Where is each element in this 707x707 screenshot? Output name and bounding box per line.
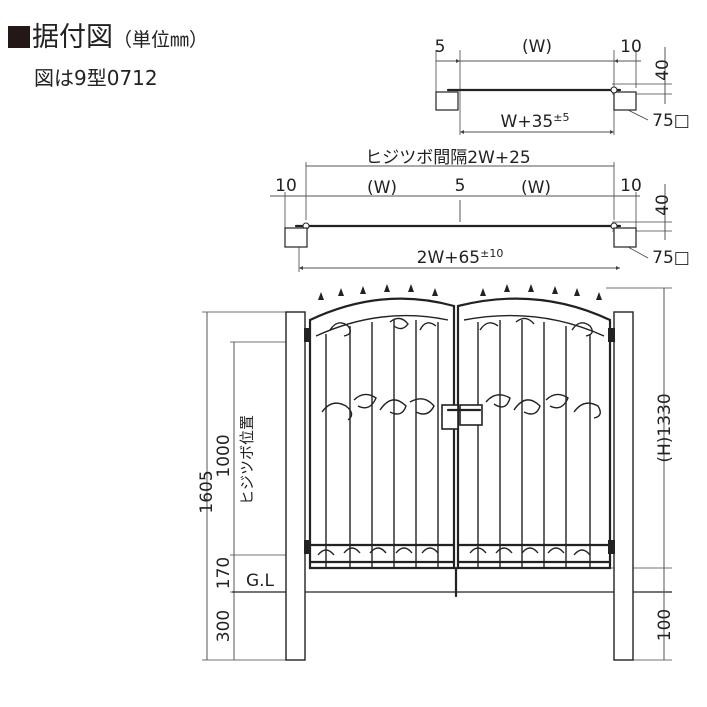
double-left-gap: 10 xyxy=(275,176,297,196)
double-right-width: (W) xyxy=(521,178,551,198)
page-title: 据付図（単位㎜） xyxy=(8,24,208,51)
single-right-post xyxy=(613,91,637,111)
elev-gl-label: G.L xyxy=(246,571,275,591)
elev-hinge-label: ヒジツボ位置 xyxy=(238,415,256,505)
single-plan-view: 5 (W) 10 40 W+35±5 75□ xyxy=(435,37,690,135)
elev-hinge-height: 1000 xyxy=(214,434,234,477)
left-gate-leaf xyxy=(304,284,456,570)
page-subtitle: 図は9型0712 xyxy=(34,66,158,90)
double-right-gap: 10 xyxy=(620,176,642,196)
double-center-gap: 5 xyxy=(455,176,466,196)
double-right-post xyxy=(613,227,637,248)
single-left-post xyxy=(435,91,459,111)
single-right-gap: 10 xyxy=(620,37,642,57)
elevation-view: 1605 1000 ヒジツボ位置 170 G.L 300 (H)1330 100 xyxy=(197,284,675,661)
single-width: (W) xyxy=(522,37,552,57)
single-left-gap: 5 xyxy=(435,37,446,57)
right-post xyxy=(613,311,634,661)
double-total: 2W+65±10 xyxy=(417,247,504,268)
title-square-mark xyxy=(8,26,30,48)
left-post xyxy=(285,311,306,661)
single-post-size: 75□ xyxy=(652,111,690,131)
single-depth: 40 xyxy=(653,59,673,81)
double-depth: 40 xyxy=(653,194,673,216)
single-total: W+35±5 xyxy=(501,111,570,132)
double-left-post xyxy=(284,227,308,248)
center-lock xyxy=(441,404,483,598)
title-text: 据付図 xyxy=(32,22,113,53)
elev-gate-height: (H)1330 xyxy=(655,393,675,462)
title-unit: （単位㎜） xyxy=(113,29,209,51)
elev-total-height: 1605 xyxy=(197,470,217,513)
double-plan-view: ヒジツボ間隔2W+25 10 (W) 5 (W) 10 40 2W+65±10 … xyxy=(270,148,690,272)
hinge-spacing: ヒジツボ間隔2W+25 xyxy=(365,148,531,168)
double-post-size: 75□ xyxy=(652,248,690,268)
elev-right-embed: 100 xyxy=(655,609,675,641)
right-gate-leaf xyxy=(456,284,615,570)
elev-embed-depth: 300 xyxy=(214,610,234,642)
double-left-width: (W) xyxy=(367,178,397,198)
elev-bottom-clear: 170 xyxy=(214,557,234,589)
